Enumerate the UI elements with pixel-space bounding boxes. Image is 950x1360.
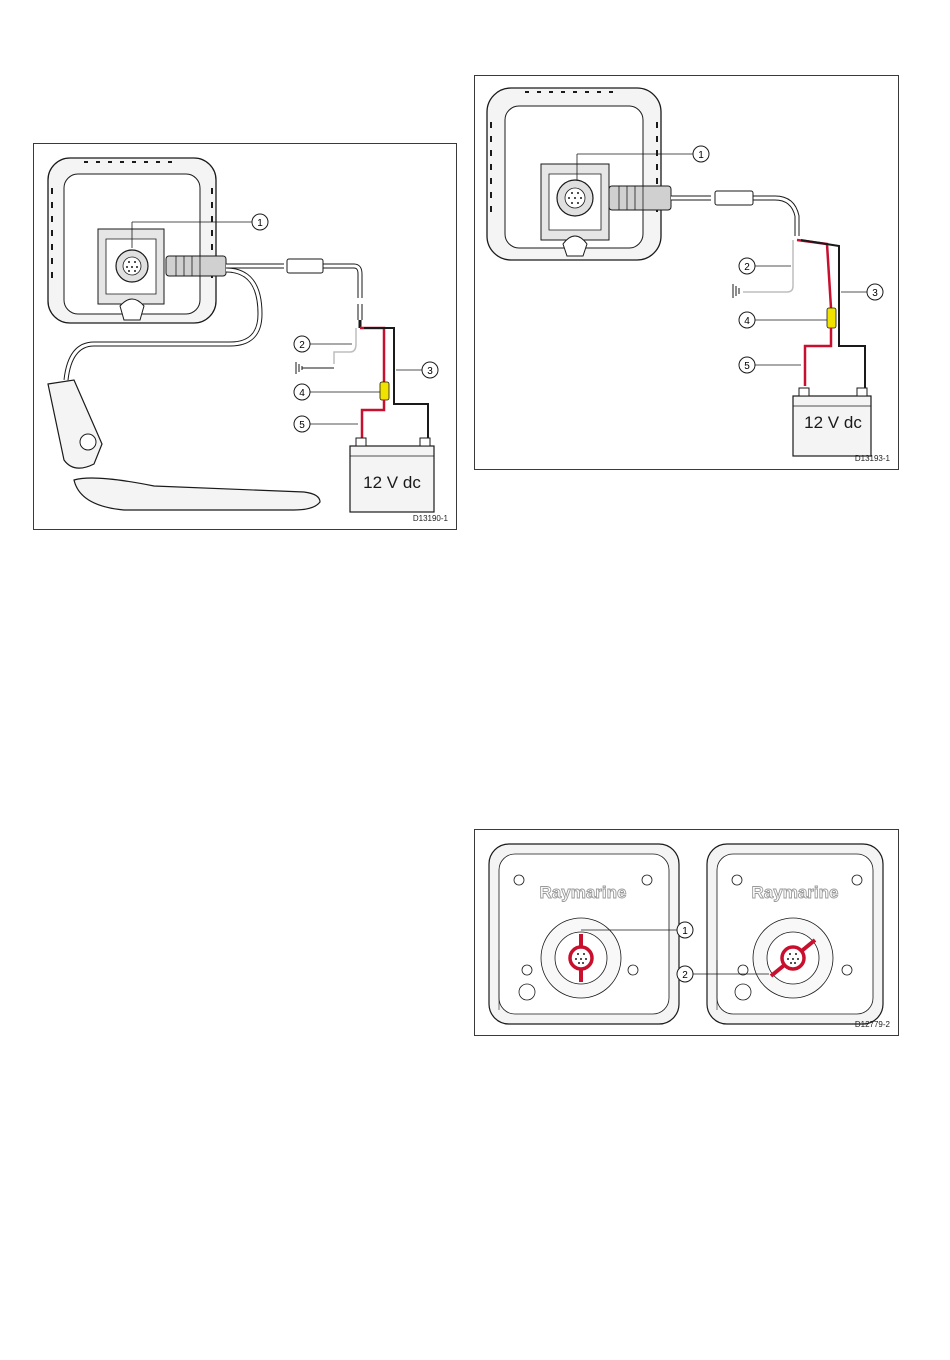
callout-4: 4 — [739, 312, 827, 328]
callout-3: 3 — [396, 362, 438, 378]
transducer-body — [74, 478, 320, 510]
svg-text:1: 1 — [698, 150, 704, 161]
svg-text:1: 1 — [257, 218, 263, 229]
black-wire — [364, 328, 428, 444]
inline-fuse — [380, 382, 389, 400]
figure-power-connection-transducer: 12 V dc 1 2 3 4 5 D13190-1 — [33, 143, 457, 530]
battery-label: 12 V dc — [804, 413, 862, 432]
svg-text:3: 3 — [872, 288, 878, 299]
callout-5: 5 — [739, 357, 801, 373]
callout-4: 4 — [294, 384, 380, 400]
figure-id: D12779-2 — [855, 1020, 890, 1029]
svg-text:2: 2 — [744, 262, 750, 273]
figure-id: D13190-1 — [413, 514, 448, 523]
svg-text:1: 1 — [682, 926, 688, 937]
drain-wire — [334, 328, 356, 364]
wiring-diagram-2: 12 V dc 1 2 3 4 5 — [475, 76, 900, 471]
power-cable-plug — [166, 256, 226, 276]
callout-2: 2 — [739, 258, 791, 274]
figure-connector-locking: Raymarine Raymarine — [474, 829, 899, 1036]
callout-5: 5 — [294, 416, 358, 432]
svg-text:4: 4 — [744, 316, 750, 327]
callout-3: 3 — [841, 284, 883, 300]
svg-text:4: 4 — [299, 388, 305, 399]
power-cable-plug — [609, 186, 671, 210]
svg-text:2: 2 — [682, 970, 688, 981]
figure-id: D13193-1 — [855, 454, 890, 463]
brand-logo: Raymarine — [540, 883, 627, 902]
transducer-bracket — [48, 380, 102, 468]
svg-text:3: 3 — [427, 366, 433, 377]
battery-label: 12 V dc — [363, 473, 421, 492]
connector-diagram: Raymarine Raymarine — [475, 830, 900, 1037]
brand-logo: Raymarine — [752, 883, 839, 902]
inline-fuse — [827, 308, 836, 328]
figure-power-connection: 12 V dc 1 2 3 4 5 D13193-1 — [474, 75, 899, 470]
red-wire — [797, 240, 831, 308]
ground-icon — [733, 284, 739, 298]
callout-2: 2 — [294, 336, 352, 352]
svg-text:5: 5 — [744, 361, 750, 372]
svg-text:2: 2 — [299, 340, 305, 351]
ground-icon — [296, 362, 334, 374]
wiring-diagram-1: 12 V dc 1 2 3 4 5 — [34, 144, 458, 531]
svg-text:5: 5 — [299, 420, 305, 431]
red-wire — [360, 328, 384, 384]
